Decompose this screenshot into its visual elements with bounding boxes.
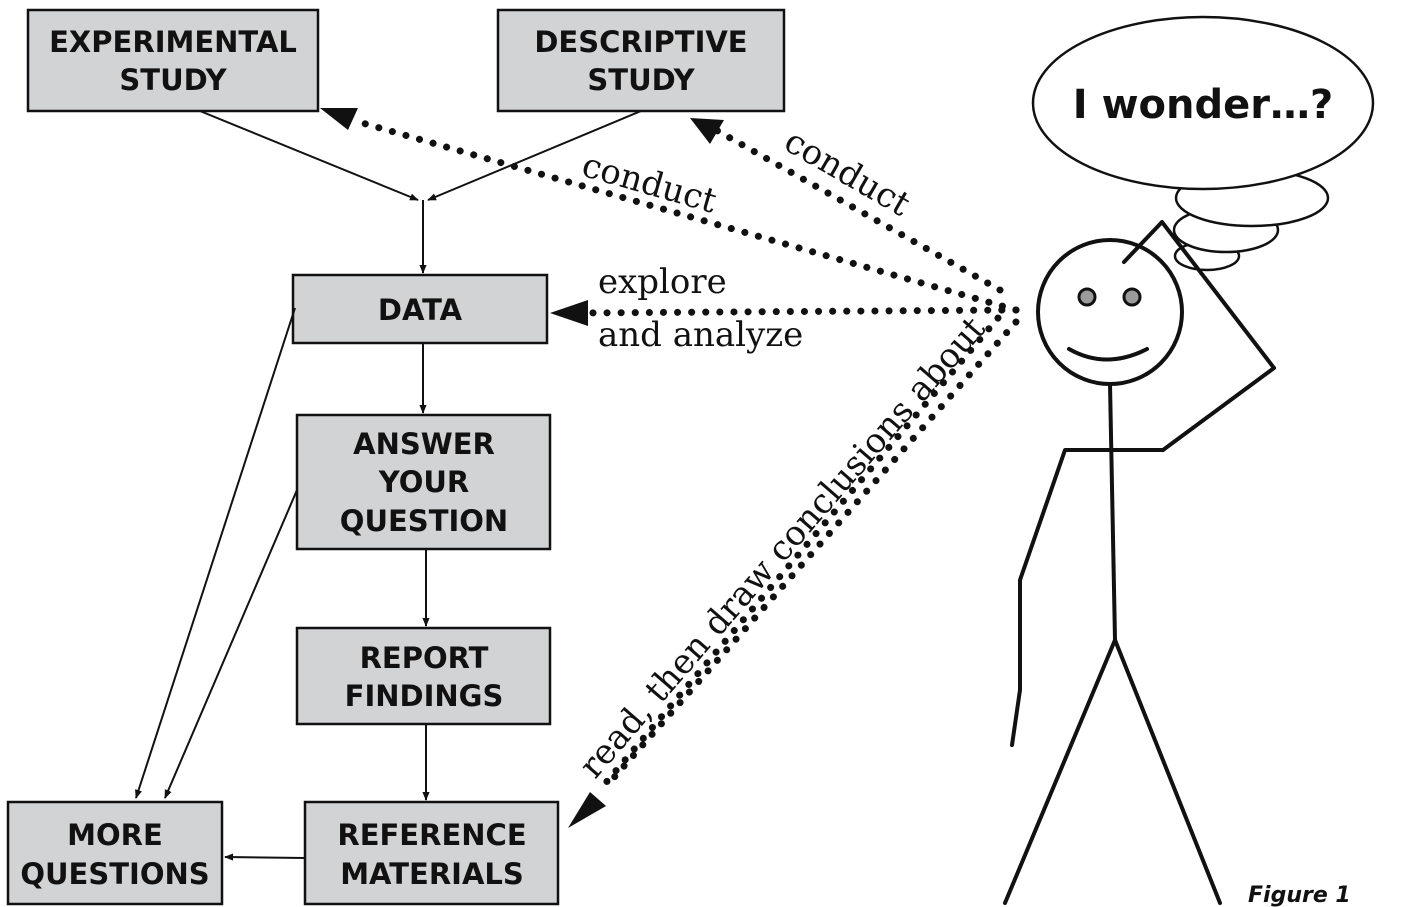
box-more-questions: MORE QUESTIONS (6, 800, 224, 906)
box-answer-question-line2: YOUR (378, 465, 470, 499)
stick-figure (1003, 220, 1276, 905)
box-answer-question-line1: ANSWER (353, 427, 495, 461)
arrowhead-data (550, 300, 588, 326)
dotted-arrow-to-data (576, 306, 1020, 317)
box-report-findings: REPORT FINDINGS (295, 626, 552, 726)
stick-figure-left-eye (1077, 287, 1097, 307)
flow-arrows (135, 110, 642, 861)
stick-figure-right-eye (1122, 287, 1142, 307)
arrow-descriptive-to-merge (427, 110, 642, 201)
arrow-experimental-to-merge (199, 110, 419, 201)
arrow-answer-to-more (164, 489, 298, 799)
label-conduct-descriptive: conduct (778, 121, 918, 225)
box-descriptive-study-line1: DESCRIPTIVE (534, 25, 747, 59)
arrowhead-descriptive (690, 118, 724, 144)
dotted-arrow-to-reference-1 (606, 318, 1020, 786)
dotted-arrowheads (320, 108, 724, 828)
box-report-findings-line1: REPORT (360, 641, 489, 675)
box-data-label: DATA (378, 293, 463, 327)
label-read-conclusions: read, then draw conclusions about (572, 309, 994, 786)
box-experimental-study: EXPERIMENTAL STUDY (26, 8, 320, 113)
dotted-arrows (348, 116, 1020, 796)
stick-figure-left-leg (1003, 638, 1117, 905)
dotted-arrow-to-reference-2 (594, 314, 1002, 796)
box-reference-materials: REFERENCE MATERIALS (303, 800, 560, 906)
thought-bubble-cloud (1031, 15, 1375, 191)
box-answer-question: ANSWER YOUR QUESTION (295, 413, 552, 551)
stick-figure-smile (1067, 347, 1149, 362)
box-more-questions-line2: QUESTIONS (20, 857, 209, 891)
stick-figure-right-arm (1122, 220, 1276, 452)
thought-bubble-text: I wonder…? (1073, 82, 1333, 128)
figure-caption: Figure 1 (1248, 883, 1351, 907)
box-more-questions-line1: MORE (67, 818, 163, 852)
arrowhead-reference (568, 792, 606, 828)
stick-figure-torso (1108, 382, 1117, 642)
box-reference-materials-line2: MATERIALS (340, 857, 524, 891)
box-descriptive-study-line2: STUDY (587, 63, 695, 97)
box-experimental-study-line1: EXPERIMENTAL (49, 25, 297, 59)
arrow-reference-to-more (224, 853, 306, 861)
arrowhead-experimental (320, 108, 358, 130)
stick-figure-right-leg (1113, 638, 1222, 905)
stick-figure-head (1036, 238, 1184, 386)
dotted-arrow-to-descriptive (712, 126, 1004, 294)
label-explore: explore (598, 262, 727, 302)
box-descriptive-study: DESCRIPTIVE STUDY (496, 8, 786, 113)
label-conduct-experimental: conduct (578, 145, 722, 222)
label-and-analyze: and analyze (598, 315, 803, 355)
thought-bubble: I wonder…? (1031, 15, 1375, 272)
box-answer-question-line3: QUESTION (340, 504, 508, 538)
stick-figure-left-arm (1010, 448, 1165, 747)
arrow-data-to-more (135, 307, 296, 799)
box-report-findings-line2: FINDINGS (345, 679, 504, 713)
box-reference-materials-line1: REFERENCE (337, 818, 526, 852)
box-data: DATA (291, 273, 549, 345)
box-experimental-study-line2: STUDY (119, 63, 227, 97)
dotted-arrow-to-experimental (348, 116, 1020, 314)
